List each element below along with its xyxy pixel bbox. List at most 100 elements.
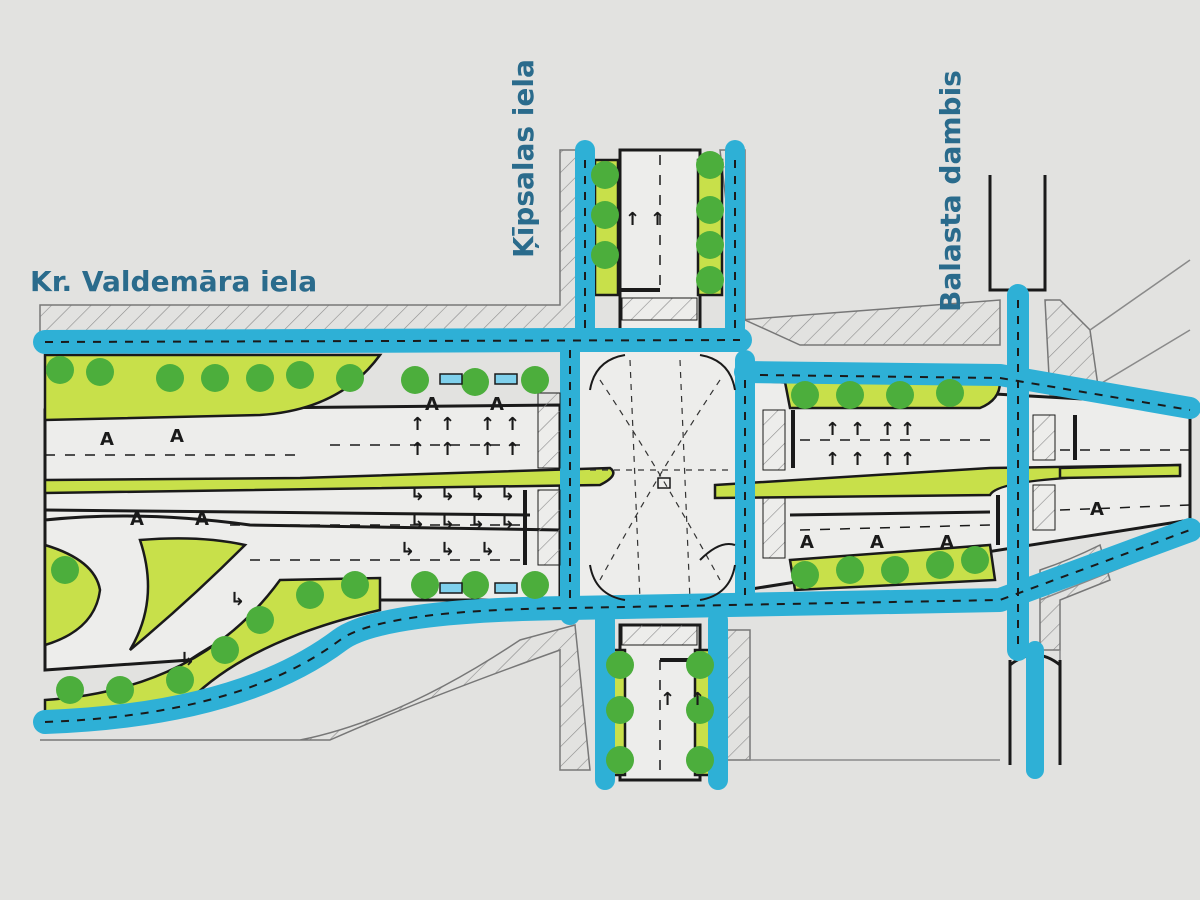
- lane-arrow-icon: ↑: [660, 689, 675, 710]
- lane-arrow-icon: A: [940, 532, 954, 553]
- tree-icon: [521, 571, 549, 599]
- tree-icon: [836, 381, 864, 409]
- bus-stops: [439, 373, 518, 594]
- tree-icon: [56, 676, 84, 704]
- lane-arrow-icon: A: [195, 509, 209, 530]
- tree-icon: [521, 366, 549, 394]
- median-west: [43, 466, 615, 495]
- lane-arrow-icon: ↑: [900, 419, 915, 440]
- lane-arrow-icon: A: [800, 532, 814, 553]
- crossing-south: [621, 624, 698, 646]
- lane-arrow-icon: ↳: [440, 512, 455, 533]
- tree-icon: [461, 368, 489, 396]
- lane-arrow-icon: ↳: [440, 539, 455, 560]
- tree-icon: [606, 746, 634, 774]
- lane-arrow-icon: ↑: [900, 449, 915, 470]
- tree-icon: [166, 666, 194, 694]
- lane-arrow-icon: A: [425, 394, 439, 415]
- tree-icon: [696, 266, 724, 294]
- trees: [46, 151, 989, 774]
- lane-arrow-icon: ↑: [410, 439, 425, 460]
- tree-icon: [696, 151, 724, 179]
- tree-icon: [686, 696, 714, 724]
- lane-arrow-icon: ↑: [480, 439, 495, 460]
- median-far-east: [1058, 463, 1182, 480]
- lane-arrow-icon: ↑: [505, 439, 520, 460]
- tree-icon: [401, 366, 429, 394]
- lane-arrow-icon: A: [170, 426, 184, 447]
- lane-arrow-icon: ↑: [625, 209, 640, 230]
- tree-icon: [246, 364, 274, 392]
- tree-icon: [926, 551, 954, 579]
- lane-arrow-icon: ↳: [470, 512, 485, 533]
- sidewalk-north: [33, 328, 752, 354]
- lane-lines: [44, 155, 1191, 775]
- junction-center-marker: [657, 477, 671, 489]
- tree-icon: [696, 196, 724, 224]
- tree-icon: [461, 571, 489, 599]
- lane-arrow-icon: ↑: [480, 414, 495, 435]
- lane-arrow-icon: ↑: [880, 419, 895, 440]
- crossing-east-north: [762, 409, 786, 471]
- tree-icon: [46, 356, 74, 384]
- cycle-lane-markings: [44, 160, 1191, 723]
- pedestrian-crossings: [537, 297, 1056, 646]
- lane-arrow-icon: ↳: [410, 512, 425, 533]
- tree-icon: [286, 361, 314, 389]
- lane-arrow-icon: ↳: [180, 649, 195, 670]
- hatch-sw: [40, 624, 591, 771]
- tree-icon: [86, 358, 114, 386]
- tree-icon: [591, 241, 619, 269]
- tree-icon: [936, 379, 964, 407]
- lane-arrow-icon: ↳: [470, 484, 485, 505]
- lane-arrow-icon: A: [870, 532, 884, 553]
- tree-icon: [696, 231, 724, 259]
- green-ramp-inner: [128, 537, 248, 651]
- crossing-east-south: [762, 497, 786, 559]
- tree-icon: [836, 556, 864, 584]
- lane-arrow-icon: ↑: [650, 209, 665, 230]
- lane-arrow-icon: ↑: [440, 414, 455, 435]
- lane-arrow-icon: ↑: [825, 449, 840, 470]
- street-label-valdemara: Kr. Valdemāra iela: [30, 265, 318, 298]
- lane-arrow-icon: A: [100, 429, 114, 450]
- lane-arrow-icon: ↑: [410, 414, 425, 435]
- tree-icon: [881, 556, 909, 584]
- tree-icon: [336, 364, 364, 392]
- tree-icon: [591, 201, 619, 229]
- tree-icon: [341, 571, 369, 599]
- tree-icon: [106, 676, 134, 704]
- crossing-balasta-north: [1032, 414, 1056, 461]
- lane-arrow-icon: A: [490, 394, 504, 415]
- lane-arrow-icon: ↑: [440, 439, 455, 460]
- lane-arrow-icon: A: [1090, 499, 1104, 520]
- stop-bars: [523, 288, 1077, 662]
- lane-arrow-icon: ↳: [500, 512, 515, 533]
- lane-arrow-icon: ↳: [440, 484, 455, 505]
- lane-arrow-icon: ↑: [825, 419, 840, 440]
- lane-arrow-icon: ↳: [410, 484, 425, 505]
- tree-icon: [591, 161, 619, 189]
- lane-arrow-icon: ↳: [500, 484, 515, 505]
- lane-arrow-icon: ↳: [230, 589, 245, 610]
- tree-icon: [411, 571, 439, 599]
- tree-icon: [791, 561, 819, 589]
- lane-arrow-icon: ↑: [505, 414, 520, 435]
- corner-curbs: [589, 354, 736, 601]
- tree-icon: [686, 746, 714, 774]
- tree-icon: [51, 556, 79, 584]
- crossing-balasta-south: [1032, 484, 1056, 531]
- tree-icon: [886, 381, 914, 409]
- tree-icon: [791, 381, 819, 409]
- junction-guides: [590, 359, 730, 601]
- tree-icon: [156, 364, 184, 392]
- lane-arrow-icon: ↑: [850, 449, 865, 470]
- crossing-west-north: [537, 392, 561, 469]
- tree-icon: [686, 651, 714, 679]
- tree-icon: [606, 696, 634, 724]
- street-label-kipsalas: Ķīpsalas iela: [507, 59, 540, 258]
- crossing-west-south: [537, 489, 561, 566]
- tree-icon: [606, 651, 634, 679]
